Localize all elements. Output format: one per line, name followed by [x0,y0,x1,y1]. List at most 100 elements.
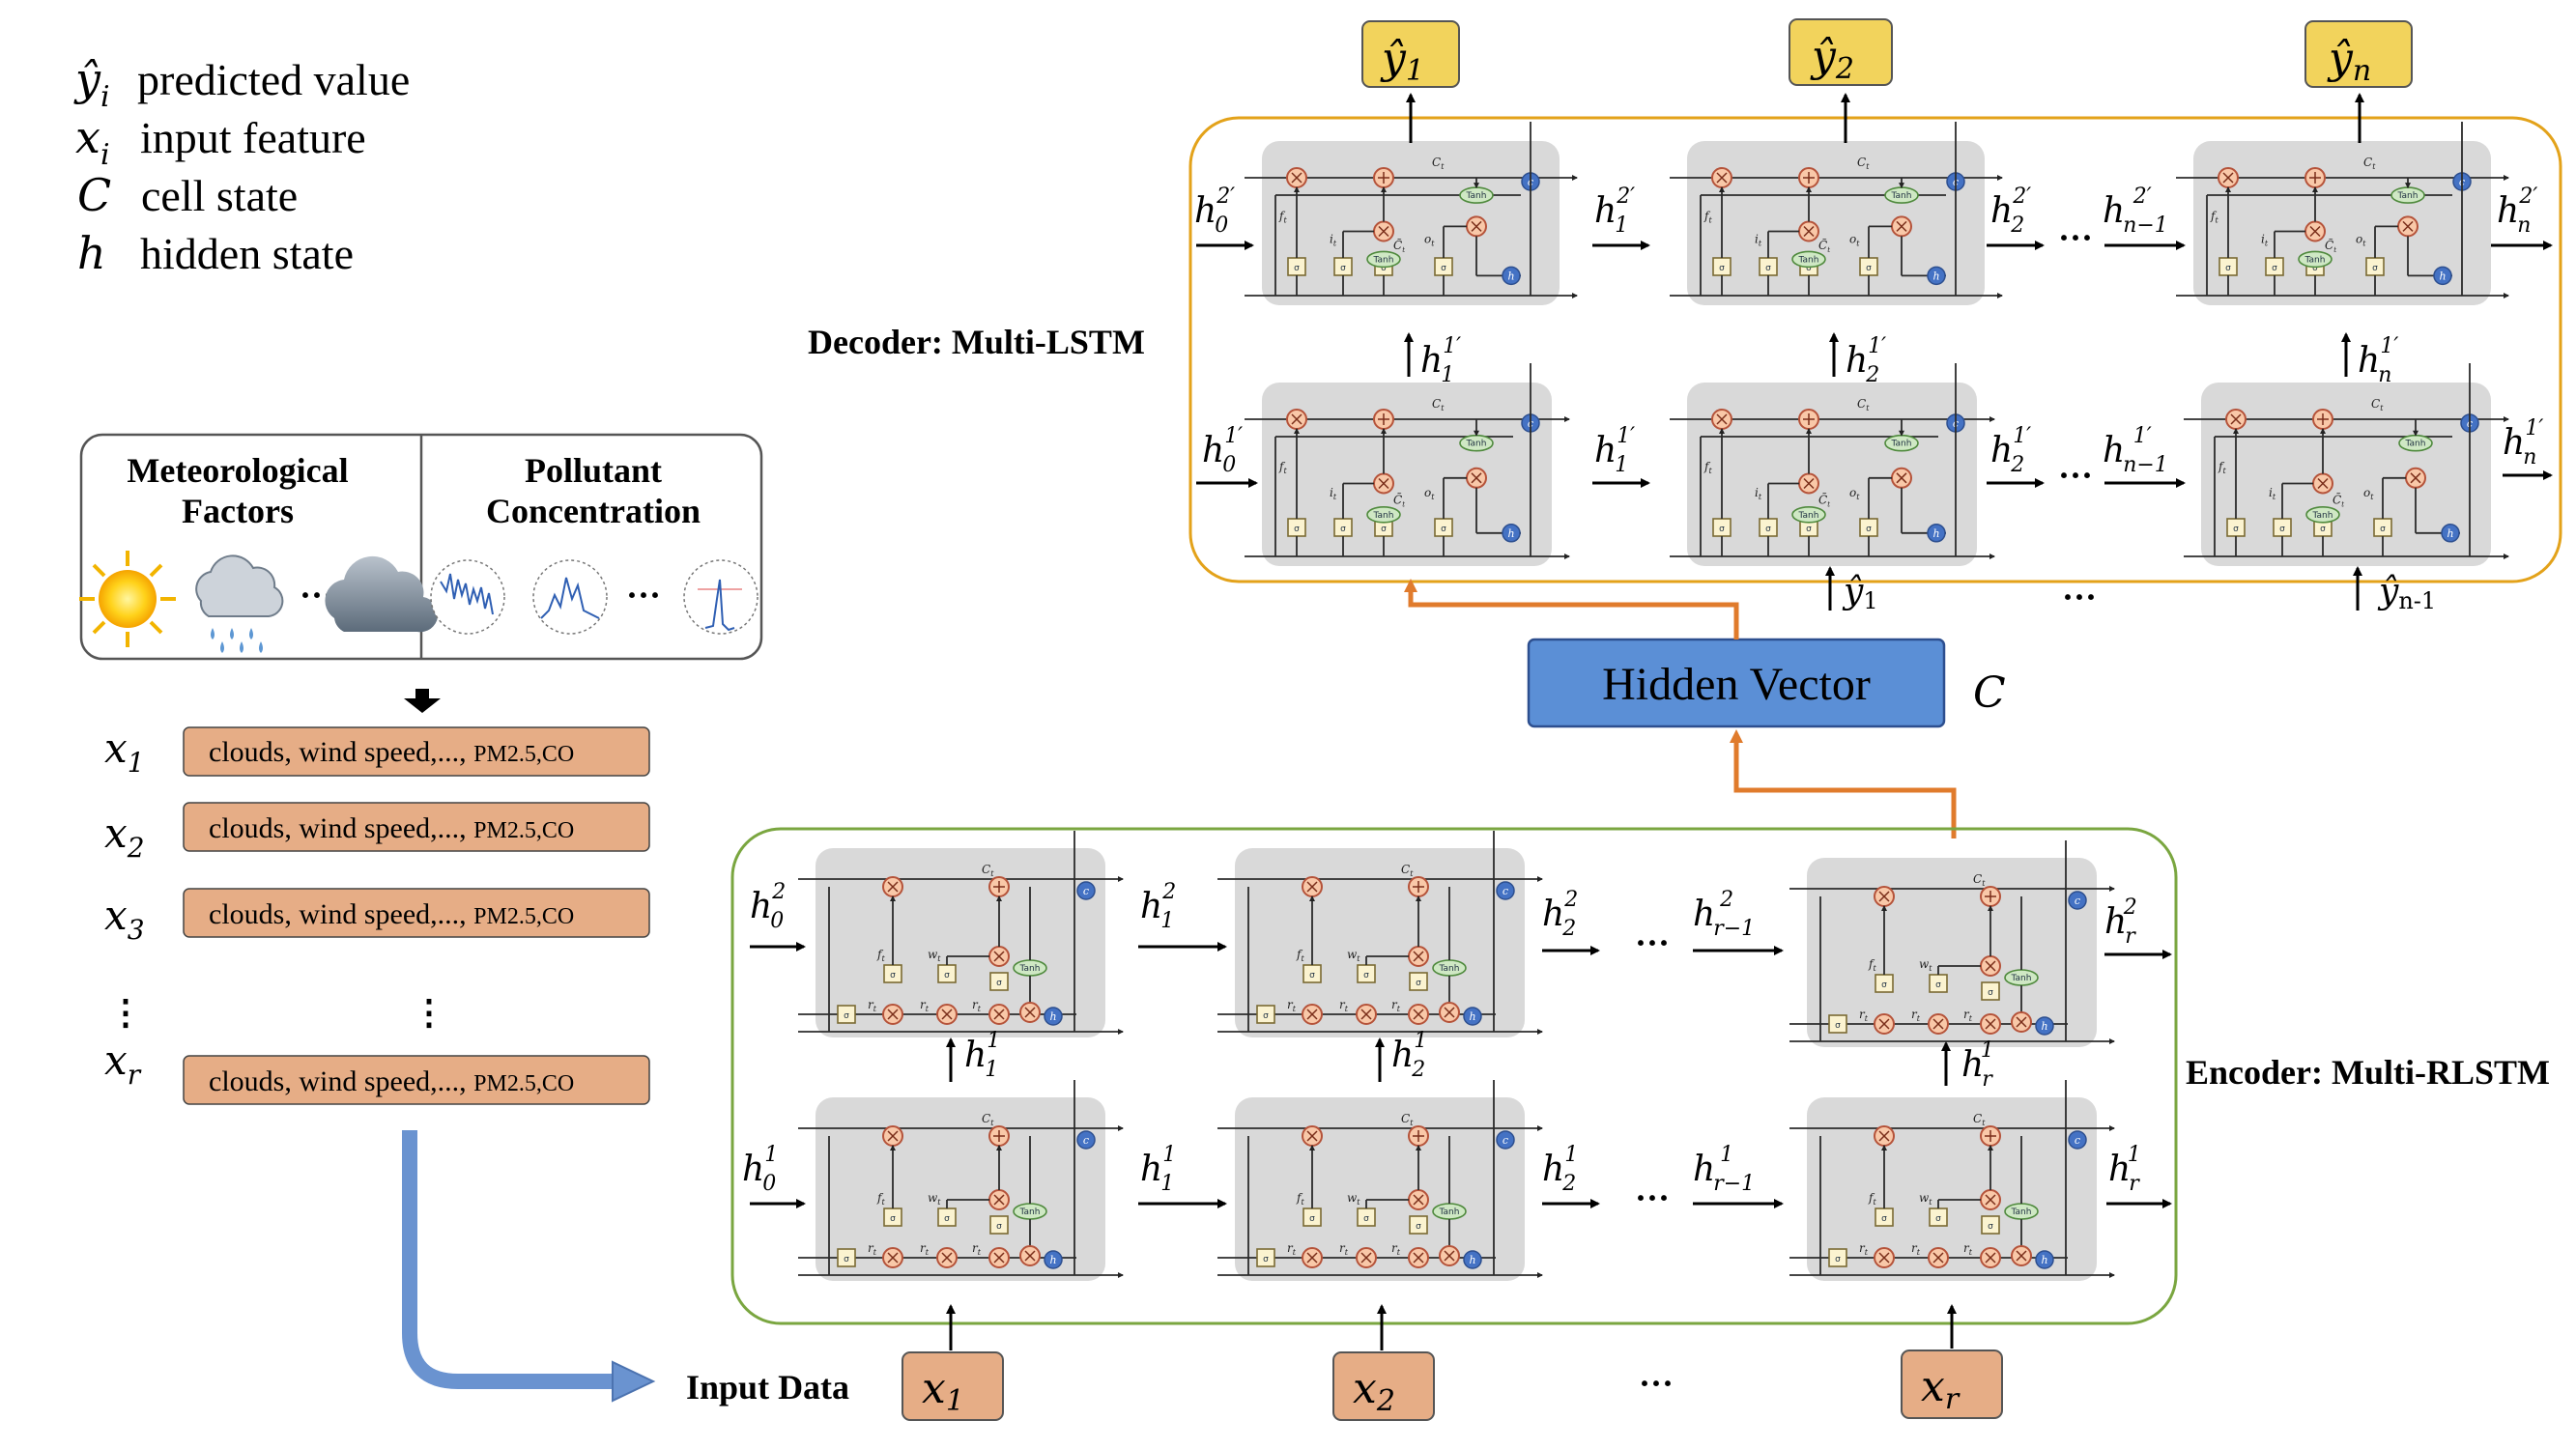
svg-text:σ: σ [1381,525,1387,534]
svg-text:rt: rt [1287,1241,1297,1257]
svg-text:h: h [2041,1020,2047,1033]
svg-text:ft: ft [876,948,885,963]
input-rows: x1 clouds, wind speed,..., PM2.5,CO x2 c… [104,724,650,1105]
svg-text:σ: σ [1881,980,1887,990]
sigmoid-gate [837,1005,856,1024]
svg-text:σ: σ [2380,525,2386,534]
svg-text:xr: xr [1921,1362,1961,1416]
output-yhat-2: ŷ2 [1789,18,1893,143]
svg-text:h21: h21 [1542,1143,1578,1196]
svg-text:hn−11′: hn−11′ [2103,424,2168,477]
rain-cloud-icon [195,554,284,653]
input-row-label: x2 [104,810,145,864]
sigmoid-gate [1981,1215,2000,1235]
svg-text:c: c [1503,885,1508,897]
encoder-input-ellipsis: ··· [1639,1364,1674,1403]
encoder-input-x2: x2 [1332,1304,1435,1421]
svg-text:σ: σ [1881,1214,1887,1224]
svg-text:ot: ot [1849,486,1860,501]
svg-text:h12′: h12′ [1594,185,1635,238]
svg-text:σ: σ [1806,525,1812,534]
legend-item-cell: C cell state [77,169,298,221]
svg-text:rt: rt [920,1241,930,1257]
svg-text:σ: σ [1294,264,1300,273]
svg-text:hn2′: hn2′ [2497,185,2537,238]
poll-title-1: Pollutant [525,451,662,490]
input-row-label: x1 [104,724,145,779]
svg-text:σ: σ [1309,1214,1315,1224]
input-row-label: x3 [104,892,145,946]
svg-text:Tanh: Tanh [2011,974,2032,983]
svg-text:h21: h21 [1391,1029,1427,1082]
svg-text:c: c [2075,895,2080,907]
feed-ellipsis: ··· [2062,578,2097,616]
svg-text:h: h [1507,527,1514,540]
meteo-title-1: Meteorological [127,451,348,490]
svg-text:σ: σ [1719,264,1725,273]
svg-text:c: c [1083,1134,1089,1147]
svg-text:h: h [1932,527,1939,540]
svg-text:σ: σ [1835,1255,1841,1264]
input-row-label: xr [104,1037,142,1091]
svg-text:σ: σ [996,979,1002,988]
svg-text:ot: ot [2356,232,2366,247]
svg-text:ft: ft [1296,948,1304,963]
svg-text:Tanh: Tanh [1439,1208,1460,1217]
svg-text:it: it [1755,232,1762,247]
svg-text:ŷn: ŷn [2327,34,2371,88]
legend-text: predicted value [137,55,410,104]
meteo-title-2: Factors [182,492,294,530]
svg-text:rt: rt [920,998,930,1013]
svg-text:rt: rt [1391,998,1401,1013]
input-row-text: clouds, wind speed,..., PM2.5,CO [209,736,574,768]
sigmoid-gate [1981,981,2000,1001]
svg-text:σ: σ [1806,264,1812,273]
sigmoid-gate [1256,1005,1275,1024]
svg-text:σ: σ [1441,525,1446,534]
svg-text:Tanh: Tanh [1891,440,1912,449]
svg-text:σ: σ [2312,264,2318,273]
input-data-label: Input Data [686,1368,849,1406]
legend-symbol: C [77,169,111,221]
svg-text:x1: x1 [922,1364,964,1418]
sigmoid-gate [1256,1248,1275,1267]
down-arrow-icon [404,689,441,713]
svg-text:ft: ft [1868,957,1876,973]
sigmoid-gate [1828,1248,1847,1267]
svg-text:C̃t: C̃t [2325,238,2336,254]
svg-text:ft: ft [876,1191,885,1207]
svg-text:h02′: h02′ [1194,185,1235,238]
svg-text:it: it [2261,232,2269,247]
svg-text:σ: σ [844,1011,849,1021]
svg-text:Tanh: Tanh [1373,511,1394,521]
svg-text:σ: σ [1340,264,1346,273]
svg-text:rt: rt [1911,1241,1921,1257]
legend-symbol: xi [75,111,110,172]
svg-text:ft: ft [1868,1191,1876,1207]
svg-text:rt: rt [868,998,877,1013]
svg-text:c: c [1083,885,1089,897]
svg-text:σ: σ [944,971,950,980]
svg-text:Tanh: Tanh [2397,191,2419,201]
svg-text:hn1′: hn1′ [2358,334,2398,387]
svg-text:ft: ft [2210,210,2218,225]
sigmoid-gate [989,972,1009,991]
svg-text:it: it [2269,486,2276,501]
svg-text:hr−11: hr−11 [1693,1143,1755,1196]
svg-text:σ: σ [2279,525,2285,534]
svg-text:hr1: hr1 [2108,1143,2141,1196]
svg-text:σ: σ [944,1214,950,1224]
svg-text:σ: σ [2225,264,2231,273]
svg-text:σ: σ [1866,525,1872,534]
svg-text:ŷ1: ŷ1 [1380,34,1424,88]
sigmoid-gate [837,1248,856,1267]
svg-text:σ: σ [1935,1214,1941,1224]
